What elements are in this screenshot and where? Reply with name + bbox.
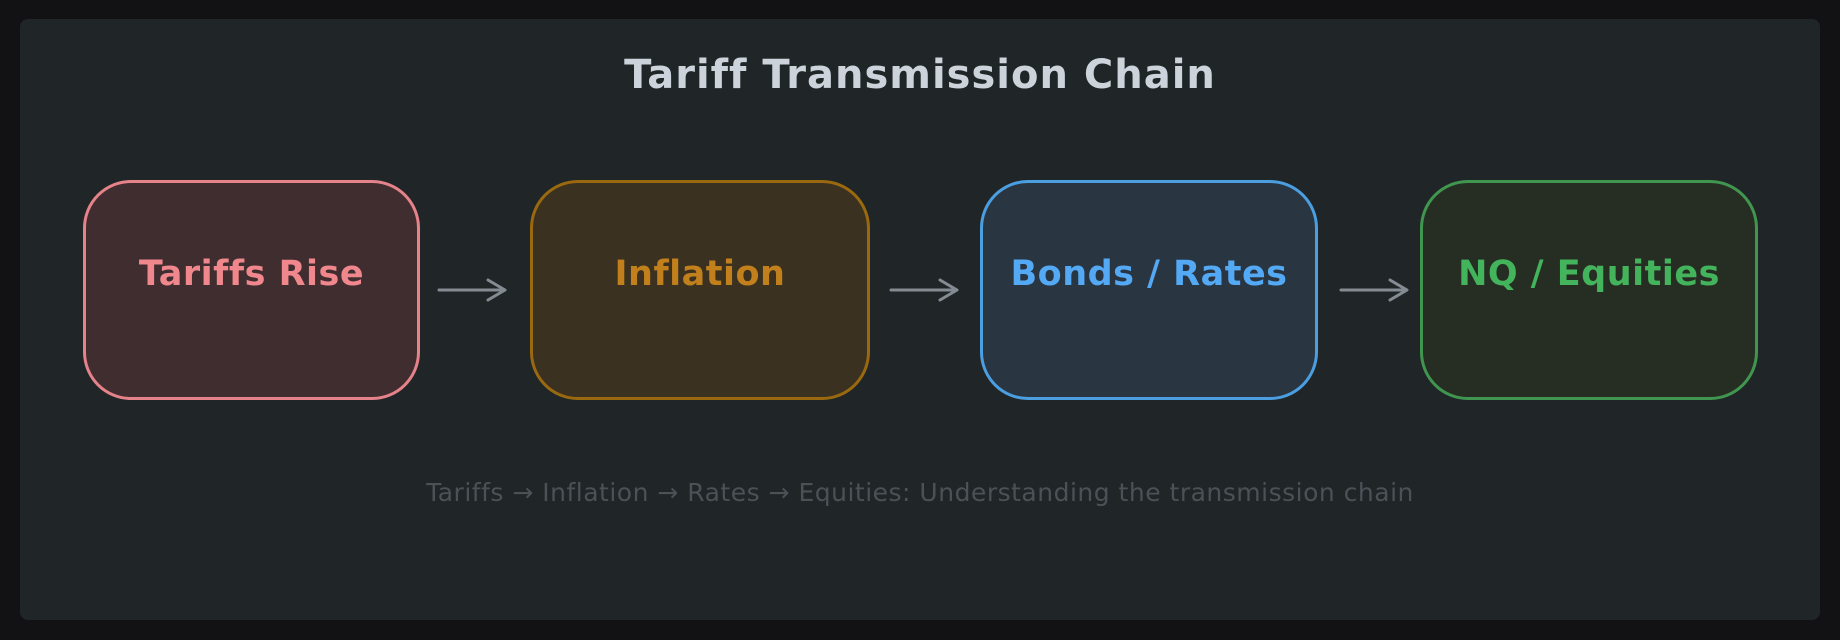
node-nq-equities-label: NQ / Equities xyxy=(1458,254,1720,294)
arrow-right-icon xyxy=(437,278,507,302)
node-tariffs-rise-label: Tariffs Rise xyxy=(138,254,365,294)
node-inflation: Inflation xyxy=(530,180,870,400)
arrow-right-icon xyxy=(1339,278,1409,302)
node-bonds-rates: Bonds / Rates xyxy=(980,180,1318,400)
node-nq-equities: NQ / Equities xyxy=(1420,180,1758,400)
node-tariffs-rise: Tariffs Rise xyxy=(83,180,420,400)
diagram-title: Tariff Transmission Chain xyxy=(624,52,1216,98)
node-bonds-rates-label: Bonds / Rates xyxy=(1010,254,1288,294)
arrow-right-icon xyxy=(889,278,959,302)
diagram-caption: Tariffs → Inflation → Rates → Equities: … xyxy=(426,478,1414,507)
node-inflation-label: Inflation xyxy=(614,254,786,294)
